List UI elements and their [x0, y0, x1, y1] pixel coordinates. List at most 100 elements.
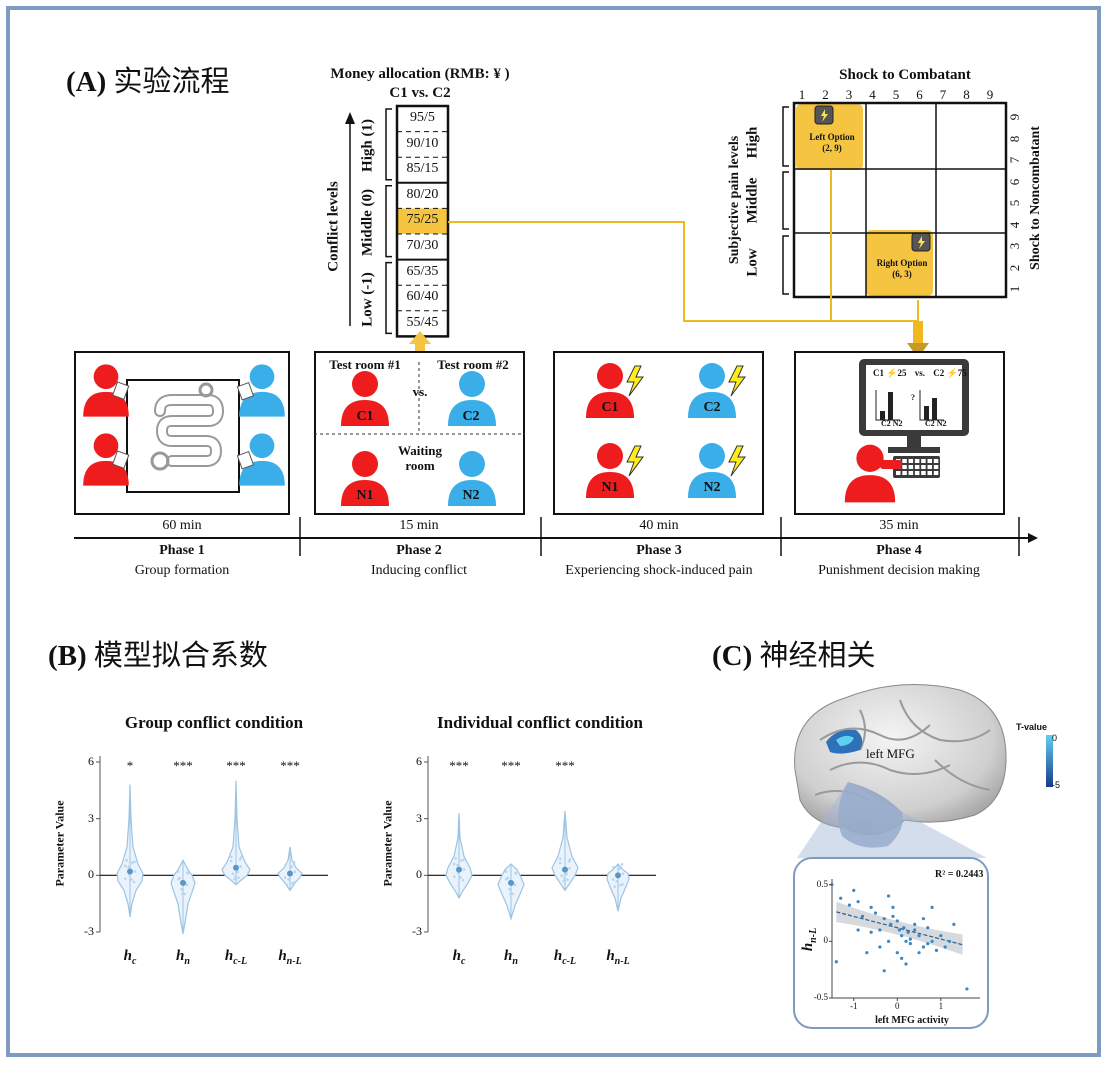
timeline-phase: Phase 2: [396, 543, 442, 558]
figure-frame: [6, 6, 1101, 1057]
keyboard-key: [933, 459, 939, 463]
violin-sample-point: [132, 880, 136, 884]
violin-sample-point: [563, 877, 566, 880]
shock-top-tick: 8: [963, 87, 970, 102]
violin-sample-point: [177, 877, 180, 881]
scatter-point: [891, 914, 895, 919]
significance-marker: ***: [173, 758, 193, 773]
scatter-point: [900, 956, 904, 960]
significance-marker: ***: [280, 758, 300, 773]
violin-sample-point: [611, 878, 615, 881]
violin-sample-point: [508, 887, 511, 891]
money-cell-value: 90/10: [406, 135, 439, 151]
phase3-bolt-c1: [626, 365, 644, 397]
violin-sample-point: [293, 870, 297, 874]
timeline-phase: Phase 3: [636, 543, 682, 558]
connector-arrow-head: [907, 343, 929, 358]
test-room-2-label: Test room #2: [437, 357, 509, 372]
phase2-person-n1: [341, 451, 389, 506]
keyboard-key: [933, 465, 939, 469]
phase3-person-n2: [688, 443, 736, 498]
violin-y-tick-label: 0: [416, 867, 422, 882]
person-head: [459, 371, 485, 397]
monitor-axes: [875, 390, 944, 421]
scatter-xlabel: left MFG activity: [875, 1015, 949, 1026]
violin-mean-point: [233, 864, 239, 871]
monitor-axis-left: C2 N2: [881, 419, 903, 428]
pain-bracket: [782, 235, 789, 295]
violin-sample-point: [619, 883, 622, 887]
violin-sample-point: [514, 871, 517, 875]
shock-top-tick: 9: [986, 87, 994, 102]
scatter-point: [904, 962, 908, 966]
timeline-desc: Group formation: [134, 563, 230, 578]
violin-x-label-sub: n: [512, 956, 518, 967]
monitor-question: ?: [911, 393, 915, 402]
snake-board-inner: [156, 396, 223, 465]
timeline-desc: Inducing conflict: [370, 563, 468, 578]
scatter-x-tick-label: -1: [850, 1001, 858, 1011]
violin-x-label-sub: c-L: [233, 956, 248, 967]
cards-icon: [236, 451, 255, 470]
scatter-point: [947, 939, 952, 943]
scatter-x-tick-label: 0: [895, 1001, 900, 1011]
violin-x-label: hn-L: [260, 948, 320, 967]
scatter-point: [939, 934, 943, 938]
violin-x-label-sub: c-L: [562, 956, 577, 967]
money-cell-value: 75/25: [406, 212, 439, 228]
violin-x-label: hc-L: [535, 948, 595, 967]
scatter-point: [856, 900, 860, 904]
scatter-point: [902, 926, 906, 930]
violin-sample-point: [565, 872, 568, 876]
violin-sample-point: [180, 887, 183, 891]
violin-sample-point: [230, 855, 233, 859]
violin-sample-point: [620, 863, 624, 866]
monitor-text: C1 ⚡25 vs. C2 ⚡75: [873, 368, 967, 378]
colorbar: [1046, 735, 1053, 787]
timeline-desc: Punishment decision making: [818, 563, 980, 578]
violin-y-tick-label: 3: [88, 810, 94, 825]
violin-sample-point: [621, 872, 625, 876]
violin-sample-point: [558, 861, 562, 865]
scatter-y-tick-label: 0: [823, 935, 829, 946]
keyboard-key: [921, 465, 926, 469]
zoom-projection: [797, 782, 987, 858]
shock-top-tick: 5: [892, 87, 900, 102]
keyboard-key: [896, 471, 901, 475]
person-body: [83, 391, 129, 417]
person-body: [688, 392, 736, 418]
money-cell-value: 60/40: [406, 289, 439, 305]
person-body: [448, 400, 496, 426]
keyboard-key: [933, 471, 939, 475]
scatter-point: [917, 934, 921, 938]
scatter-point: [852, 888, 856, 892]
timeline-duration: 15 min: [399, 518, 439, 533]
scatter-point: [897, 928, 902, 932]
violin-y-tick-label: 6: [416, 754, 422, 768]
violin-sample-point: [618, 867, 621, 870]
keyboard-key: [902, 459, 907, 463]
violin-sample-point: [566, 878, 569, 881]
scatter-point: [965, 987, 969, 991]
violin-sample-point: [560, 874, 563, 877]
phase3-n1-label: N1: [601, 480, 619, 495]
violin-sample-point: [131, 861, 134, 864]
keyboard-key: [902, 471, 907, 475]
scatter-point: [913, 922, 917, 926]
person-head: [352, 371, 378, 397]
bolt-icon: [821, 109, 828, 122]
shock-grid-title: Shock to Combatant: [839, 67, 971, 83]
scatter-point: [891, 905, 895, 909]
violin-sample-point: [613, 885, 616, 888]
keyboard-key: [927, 465, 932, 469]
shock-top-tick: 4: [869, 87, 876, 102]
timeline-duration: 40 min: [639, 518, 679, 533]
money-cell-value: 95/5: [410, 110, 435, 125]
keyboard-key: [914, 471, 920, 475]
violin-y-tick-label: -3: [84, 924, 94, 938]
person-head: [699, 363, 725, 389]
violin-x-label-main: h: [504, 948, 513, 964]
cards-icon: [112, 381, 130, 400]
phase2-person-c1: [341, 371, 389, 426]
